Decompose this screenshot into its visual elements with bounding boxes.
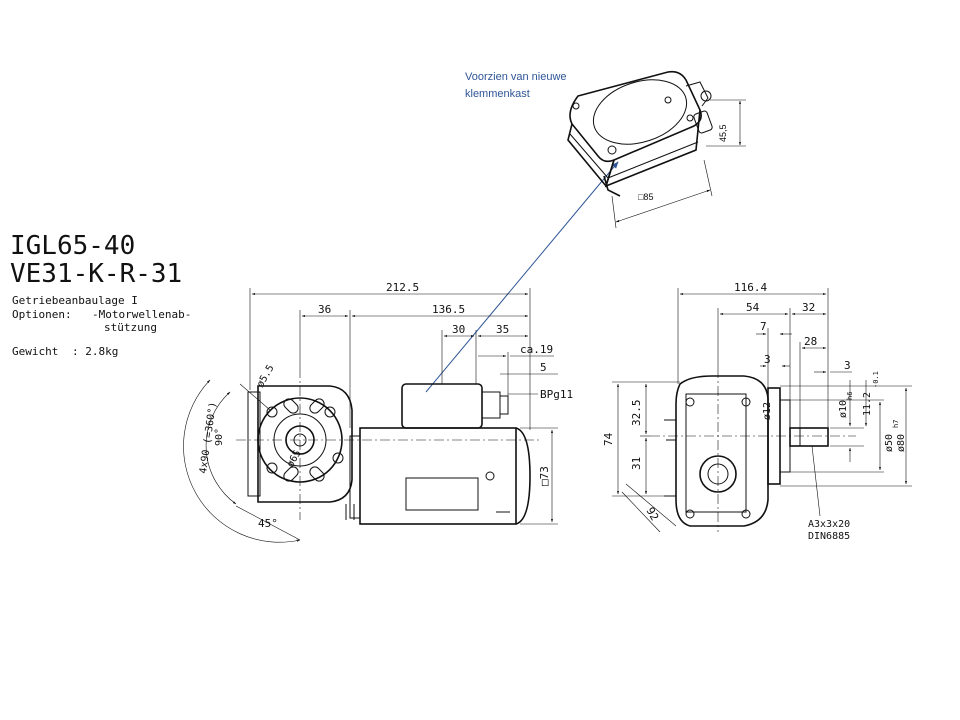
spec-options-value-cont: stützung [104,321,157,334]
dim-phi12: ø12 [762,402,773,420]
spec-options-label: Optionen: [12,308,72,321]
dim-32-5: 32.5 [630,400,643,427]
dim-30: 30 [452,323,465,336]
dim-phi80: ø80 [896,434,907,452]
title-block: IGL65-40 VE31-K-R-31 Getriebeanbaulage I… [10,231,191,358]
dim-sq73: □73 [538,466,551,486]
dim-136-5: 136.5 [432,303,465,316]
dim-phi50: ø50 [884,434,895,452]
dim-36: 36 [318,303,331,316]
key-spec: A3x3x20 [808,519,850,530]
annotation-line2: klemmenkast [465,88,530,100]
dim-phi50-tol: h7 [892,420,900,428]
annotation: Voorzien van nieuwe klemmenkast [425,71,619,393]
side-view: 212.5 36 136.5 30 35 ca.19 5 BPg11 □73 ø… [183,281,573,543]
front-view: 116.4 54 32 7 28 3 3 74 32.5 31 92 ø12 [602,281,912,542]
dim-5: 5 [540,361,547,374]
spec-weight-label: Gewicht [12,345,58,358]
spec-weight-value: : 2.8kg [72,345,118,358]
terminal-box-sketch: 45,5 □85 [567,70,746,229]
dim-7: 7 [760,320,767,333]
dim-3b: 3 [844,359,851,372]
dim-31: 31 [630,457,643,470]
dim-28: 28 [804,335,817,348]
dim-3a: 3 [764,353,771,366]
annotation-arrow [425,161,619,393]
model-title: IGL65-40 [10,231,135,261]
annotation-line1: Voorzien van nieuwe [465,71,567,83]
box-height-dim: 45,5 [718,124,728,142]
spec-mounting: Getriebeanbaulage I [12,294,138,307]
dim-angle45: 45° [258,517,278,530]
dim-angle90: 90° [214,428,225,446]
key-standard: DIN6885 [808,531,850,542]
dim-212-5: 212.5 [386,281,419,294]
dim-92: 92 [643,505,661,523]
box-square-dim: □85 [638,192,653,202]
dim-ca19: ca.19 [520,343,553,356]
dim-11-2-tol: -0.1 [872,371,880,388]
dim-116-4: 116.4 [734,281,767,294]
dim-74: 74 [602,432,615,446]
dim-35: 35 [496,323,509,336]
dim-54: 54 [746,301,760,314]
dim-phi10-tol: h6 [846,392,854,400]
model-subtitle: VE31-K-R-31 [10,259,182,289]
dim-11-2: 11.2 [862,392,873,416]
dim-phi10: ø10 [838,400,849,418]
spec-options-value: -Motorwellenab- [92,308,191,321]
dim-32: 32 [802,301,815,314]
label-bpg11: BPg11 [540,388,573,401]
